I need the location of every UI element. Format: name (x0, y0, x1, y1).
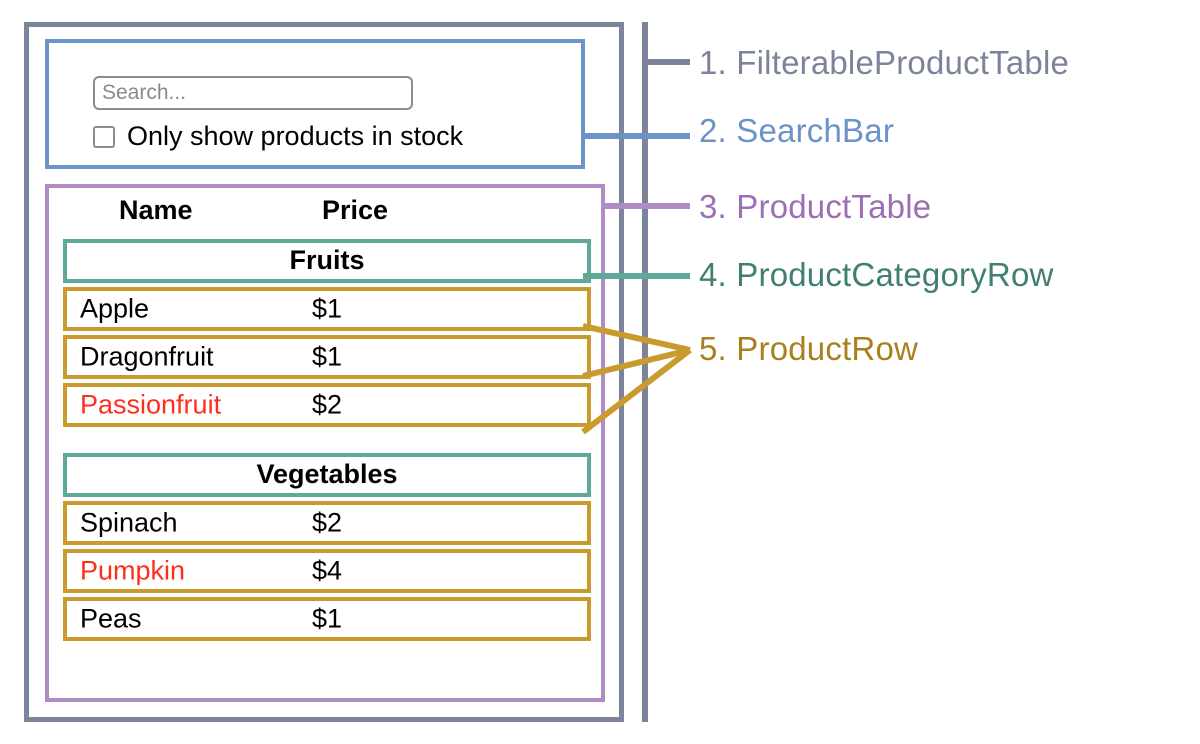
category-label: Fruits (289, 244, 365, 275)
category-label: Vegetables (256, 458, 398, 489)
product-price: $2 (312, 389, 343, 420)
product-table-frame: Name Price Fruits Apple $1 Dragonfruit $… (45, 184, 605, 702)
product-name: Peas (80, 603, 142, 634)
product-name: Spinach (80, 507, 178, 538)
product-row: Apple $1 (63, 287, 591, 331)
legend-item-product-category-row: 4. ProductCategoryRow (699, 256, 1054, 293)
column-header-name: Name (119, 195, 193, 225)
product-name: Passionfruit (80, 389, 222, 420)
table-header-row: Name Price (63, 193, 591, 239)
product-name: Dragonfruit (80, 341, 214, 372)
legend-item-product-row: 5. ProductRow (699, 330, 919, 367)
product-category-row: Vegetables (63, 453, 591, 497)
product-table-body: Name Price Fruits Apple $1 Dragonfruit $… (63, 193, 591, 645)
legend-item-search-bar: 2. SearchBar (699, 112, 895, 149)
search-bar-frame: Only show products in stock (45, 39, 585, 169)
product-price: $1 (312, 293, 343, 324)
in-stock-checkbox-label: Only show products in stock (127, 121, 464, 151)
product-name: Apple (80, 293, 150, 324)
legend-item-filterable-product-table: 1. FilterableProductTable (699, 44, 1070, 81)
product-row: Peas $1 (63, 597, 591, 641)
product-price: $1 (312, 603, 343, 634)
product-row: Dragonfruit $1 (63, 335, 591, 379)
checkbox-icon[interactable] (93, 125, 115, 148)
product-price: $4 (312, 555, 343, 586)
legend-item-product-table: 3. ProductTable (699, 188, 932, 225)
product-price: $2 (312, 507, 343, 538)
product-category-row: Fruits (63, 239, 591, 283)
product-row: Spinach $2 (63, 501, 591, 545)
product-row: Passionfruit $2 (63, 383, 591, 427)
product-name: Pumpkin (80, 555, 186, 586)
product-price: $1 (312, 341, 343, 372)
in-stock-checkbox-row[interactable]: Only show products in stock (93, 123, 463, 150)
group-spacer (63, 431, 591, 453)
product-row: Pumpkin $4 (63, 549, 591, 593)
column-header-price: Price (322, 195, 389, 225)
search-input[interactable] (93, 76, 413, 110)
